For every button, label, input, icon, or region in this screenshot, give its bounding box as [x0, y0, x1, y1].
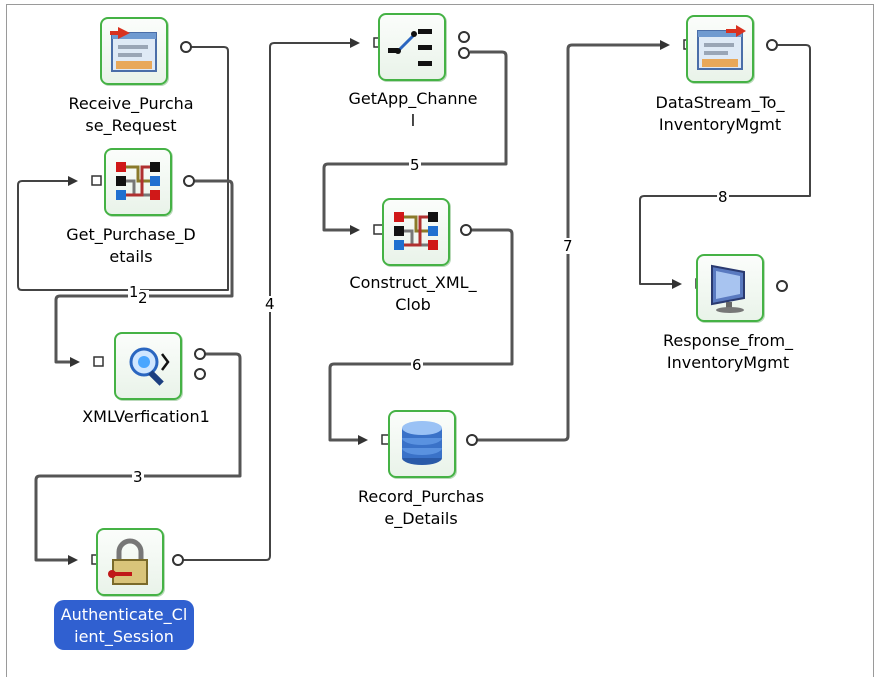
node-label: Authenticate_Cl ient_Session	[60, 605, 188, 646]
node-label: Record_Purchas e_Details	[357, 487, 485, 528]
node-label: DataStream_To_ InventoryMgmt	[655, 93, 785, 134]
output-port[interactable]	[776, 280, 788, 292]
monitor-icon[interactable]	[696, 254, 764, 322]
node-label: Receive_Purcha se_Request	[68, 94, 194, 135]
output-port[interactable]	[766, 39, 778, 51]
edge-label-3: 3	[132, 468, 144, 486]
node-label: XMLVerfication1	[82, 407, 210, 426]
input-port[interactable]	[72, 355, 108, 369]
lock-key-icon[interactable]	[96, 528, 164, 596]
node-label: Get_Purchase_D etails	[66, 225, 196, 266]
output-port[interactable]	[183, 175, 195, 187]
edge-label-8: 8	[717, 188, 729, 206]
output-port[interactable]	[466, 434, 478, 446]
edge-1	[17, 46, 229, 291]
output-port-2[interactable]	[458, 47, 470, 59]
database-icon[interactable]	[388, 410, 456, 478]
edge-label-7: 7	[562, 237, 574, 255]
output-port-1[interactable]	[458, 31, 470, 43]
edge-6	[328, 228, 514, 442]
xml-verify-icon[interactable]	[114, 332, 182, 400]
canvas-frame	[6, 4, 874, 677]
send-screen-icon[interactable]	[686, 15, 754, 83]
input-port[interactable]	[70, 174, 106, 188]
transform-icon[interactable]	[104, 148, 172, 216]
edge-label-6: 6	[411, 356, 423, 374]
output-port[interactable]	[172, 554, 184, 566]
node-label: Response_from_ InventoryMgmt	[662, 331, 794, 372]
edge-label-1: 1	[128, 283, 140, 301]
switch-icon[interactable]	[378, 13, 446, 81]
selection-highlight	[54, 600, 194, 650]
transform-icon[interactable]	[382, 198, 450, 266]
output-port-1[interactable]	[194, 348, 206, 360]
edge-label-2: 2	[137, 289, 149, 307]
output-port-2[interactable]	[194, 368, 206, 380]
edge-label-4: 4	[264, 295, 276, 313]
receive-screen-icon[interactable]	[100, 17, 168, 85]
output-port[interactable]	[460, 224, 472, 236]
output-port[interactable]	[180, 41, 192, 53]
node-label: GetApp_Channe l	[348, 89, 478, 130]
edge-label-5: 5	[409, 156, 421, 174]
node-label: Construct_XML_ Clob	[349, 273, 477, 314]
